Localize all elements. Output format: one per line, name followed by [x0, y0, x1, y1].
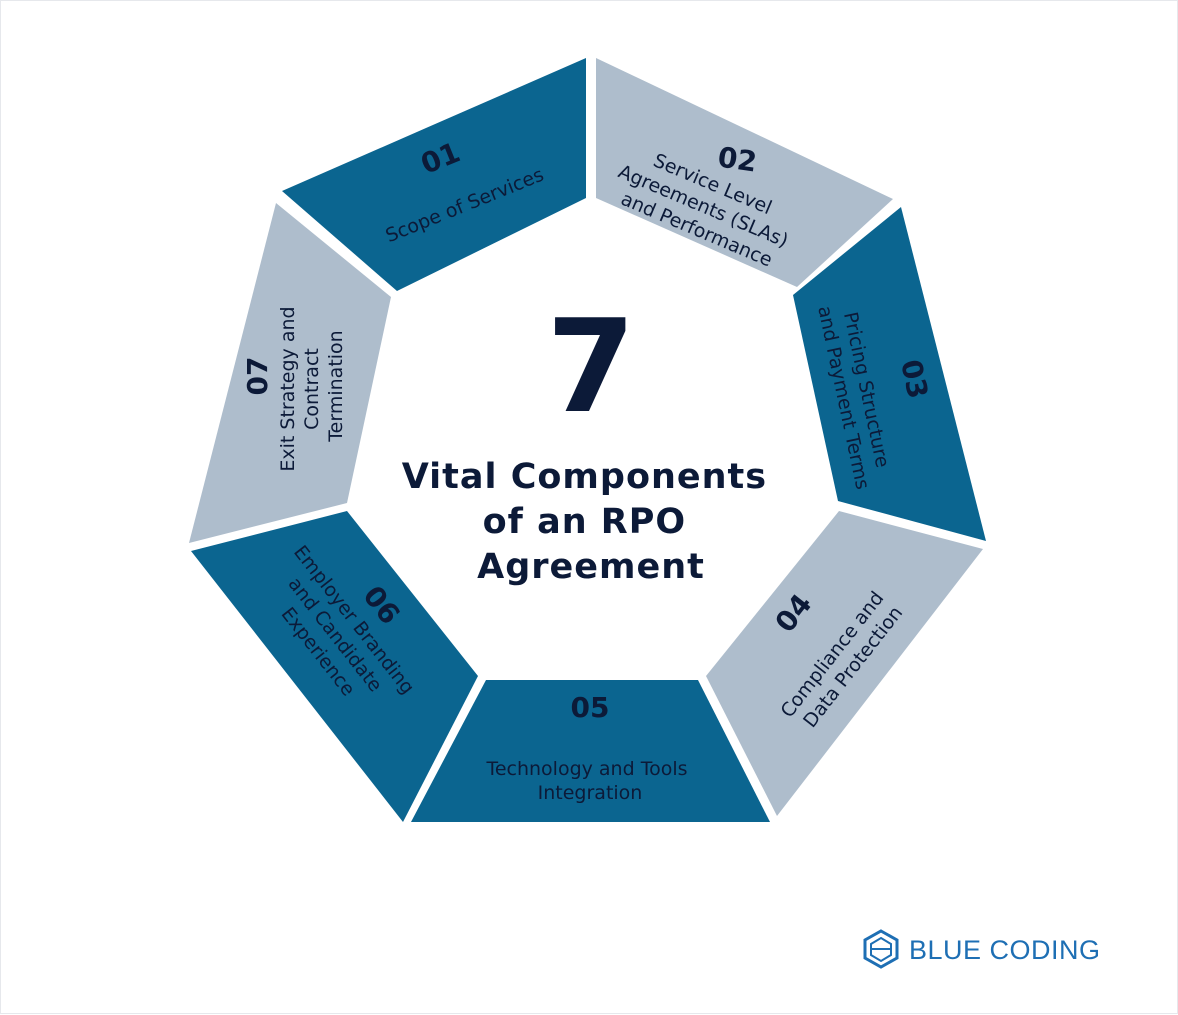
hexagon-logo-icon [863, 929, 899, 969]
segment-05-shape [411, 680, 770, 822]
segment-04: 04 Compliance and Data Protection [706, 511, 983, 816]
segment-02-number: 02 [716, 141, 759, 179]
center-title: Vital Components of an RPO Agreement [402, 457, 781, 587]
brand-logo: BLUE CODING [863, 929, 1101, 969]
segment-07-number: 07 [241, 357, 274, 396]
segment-06: 06 Employer Branding and Candidate Exper… [191, 511, 478, 822]
segment-04-shape [706, 511, 983, 816]
segment-02-shape [596, 58, 893, 287]
segment-07-shape [189, 203, 391, 543]
segment-05-label: Technology and Tools Integration [485, 758, 693, 804]
segment-07: 07 Exit Strategy and Contract Terminatio… [189, 203, 391, 543]
segment-07-label: Exit Strategy and Contract Termination [277, 300, 347, 471]
segment-06-shape [191, 511, 478, 822]
segment-05-number: 05 [571, 691, 610, 724]
segment-03-number: 03 [894, 357, 934, 402]
segment-03-shape [793, 207, 986, 541]
center-number: 7 [546, 293, 635, 442]
segment-01-shape [282, 58, 586, 291]
brand-name: BLUE CODING [909, 935, 1101, 965]
segment-05: 05 Technology and Tools Integration [411, 680, 770, 822]
segment-01: 01 Scope of Services [282, 58, 586, 291]
